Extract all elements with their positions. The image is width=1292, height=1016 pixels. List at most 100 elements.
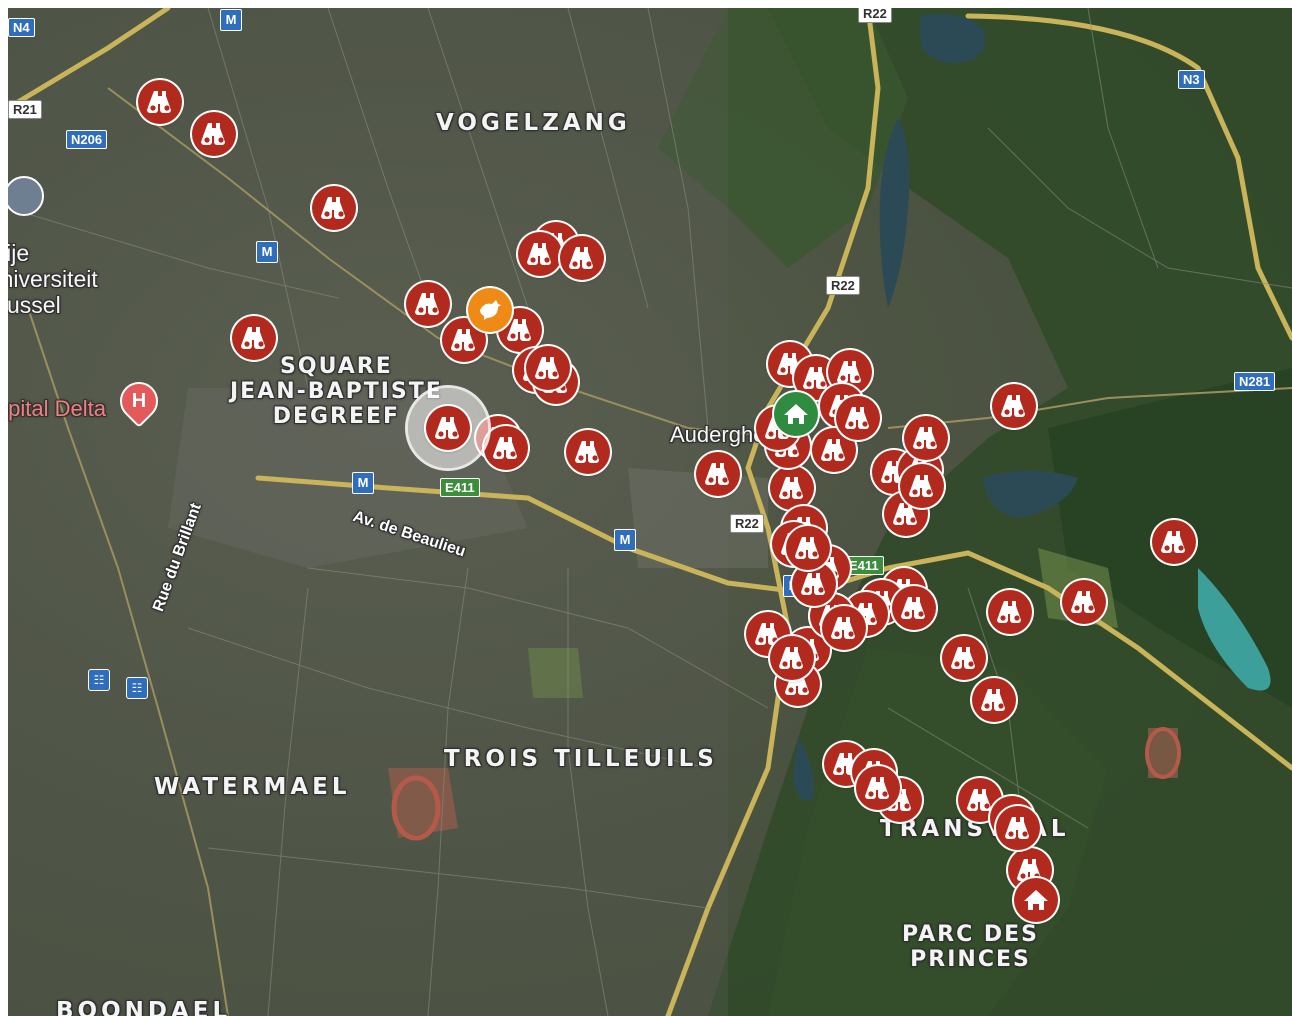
road-shield-n4: N4 <box>8 18 35 37</box>
viewpoint-icon <box>493 437 517 459</box>
viewpoint-icon <box>201 123 225 145</box>
viewpoint-marker[interactable] <box>792 562 836 606</box>
metro-station-icon[interactable]: M <box>352 472 374 494</box>
road-shield-r22-low: R22 <box>730 514 764 533</box>
viewpoint-marker[interactable] <box>484 426 528 470</box>
viewpoint-marker[interactable] <box>1062 580 1106 624</box>
area-label-boondael: BOONDAEL <box>56 998 232 1016</box>
train-station-icon[interactable]: ☷ <box>126 677 148 699</box>
viewpoint-icon <box>779 647 803 669</box>
place-label-hopital-delta: Hôpital Delta <box>8 396 106 421</box>
metro-station-icon[interactable]: M <box>220 9 242 31</box>
viewpoint-icon <box>803 367 827 389</box>
road-shield-e411-east: E411 <box>844 556 884 575</box>
viewpoint-icon <box>801 573 825 595</box>
viewpoint-marker[interactable] <box>992 384 1036 428</box>
viewpoint-marker[interactable] <box>836 396 880 440</box>
viewpoint-marker[interactable] <box>996 806 1040 850</box>
viewpoint-icon <box>981 689 1005 711</box>
viewpoint-icon <box>1071 591 1095 613</box>
viewpoint-marker[interactable] <box>856 766 900 810</box>
viewpoint-icon <box>1161 531 1185 553</box>
area-label-watermael: WATERMAEL <box>154 774 351 800</box>
road-shield-n281: N281 <box>1234 372 1276 391</box>
road-shield-n3: N3 <box>1178 70 1205 89</box>
viewpoint-marker[interactable] <box>1152 520 1196 564</box>
viewpoint-icon <box>241 327 265 349</box>
metro-station-icon[interactable]: M <box>256 241 278 263</box>
viewpoint-marker[interactable] <box>770 636 814 680</box>
viewpoint-icon <box>845 407 869 429</box>
home-red-icon <box>1024 890 1048 910</box>
viewpoint-marker[interactable] <box>822 606 866 650</box>
viewpoint-marker[interactable] <box>138 80 182 124</box>
road-shield-e411: E411 <box>440 478 480 497</box>
viewpoint-icon <box>147 91 171 113</box>
viewpoint-marker[interactable] <box>988 590 1032 634</box>
road-shield-r22-mid: R22 <box>826 276 860 295</box>
viewpoint-marker[interactable] <box>786 526 830 570</box>
viewpoint-icon <box>507 319 531 341</box>
graduation-cap-icon[interactable] <box>8 176 44 216</box>
viewpoint-marker[interactable] <box>696 452 740 496</box>
viewpoint-marker[interactable] <box>566 430 610 474</box>
viewpoint-marker[interactable] <box>972 678 1016 722</box>
viewpoint-marker[interactable] <box>560 236 604 280</box>
area-label-vogelzang: VOGELZANG <box>436 110 631 136</box>
area-label-trois-tilleuils: TROIS TILLEUILS <box>444 746 718 772</box>
home-red-marker[interactable] <box>1014 878 1058 922</box>
viewpoint-icon <box>575 441 599 463</box>
viewpoint-icon <box>831 617 855 639</box>
viewpoint-marker[interactable] <box>498 308 542 352</box>
road-shield-r21: R21 <box>8 100 42 119</box>
viewpoint-icon <box>837 361 861 383</box>
viewpoint-icon <box>913 427 937 449</box>
viewpoint-icon <box>901 597 925 619</box>
home-marker[interactable] <box>774 392 818 436</box>
area-label-parc-des-princes: PARC DES PRINCES <box>902 922 1040 972</box>
viewpoint-marker[interactable] <box>232 316 276 360</box>
area-label-square-degreef: SQUARE JEAN-BAPTISTE DEGREEF <box>230 354 443 429</box>
viewpoint-icon <box>779 477 803 499</box>
viewpoint-icon <box>755 623 779 645</box>
selected-viewpoint-marker[interactable] <box>426 406 470 450</box>
metro-station-icon[interactable]: M <box>614 529 636 551</box>
bird-marker[interactable] <box>468 288 512 332</box>
viewpoint-icon <box>451 329 475 351</box>
viewpoint-icon <box>321 197 345 219</box>
viewpoint-marker[interactable] <box>892 586 936 630</box>
viewpoint-marker[interactable] <box>406 282 450 326</box>
home-icon <box>784 404 808 424</box>
road-shield-r22-top: R22 <box>858 8 892 23</box>
viewpoint-marker[interactable] <box>770 466 814 510</box>
place-label-vub: Vrije Universiteit Brussel <box>8 240 98 318</box>
viewpoint-icon <box>1001 395 1025 417</box>
viewpoint-marker[interactable] <box>442 318 486 362</box>
viewpoint-icon <box>1005 817 1029 839</box>
viewpoint-icon <box>569 247 593 269</box>
viewpoint-icon <box>967 789 991 811</box>
viewpoint-marker[interactable] <box>526 346 570 390</box>
viewpoint-icon <box>1017 859 1041 881</box>
viewpoint-icon <box>997 601 1021 623</box>
viewpoint-marker[interactable] <box>904 416 948 460</box>
viewpoint-icon <box>909 475 933 497</box>
viewpoint-marker[interactable] <box>312 186 356 230</box>
viewpoint-icon <box>705 463 729 485</box>
viewpoint-icon <box>527 243 551 265</box>
road-shield-n206: N206 <box>66 130 108 149</box>
viewpoint-icon <box>893 503 917 525</box>
viewpoint-marker[interactable] <box>900 464 944 508</box>
selected-viewpoint-icon <box>435 417 459 439</box>
train-station-icon[interactable]: ☷ <box>88 669 110 691</box>
viewpoint-icon <box>865 777 889 799</box>
satellite-map[interactable]: N4 R21 N206 R22 R22 R22 N3 N281 E411 E41… <box>8 8 1292 1016</box>
viewpoint-marker[interactable] <box>518 232 562 276</box>
viewpoint-icon <box>951 647 975 669</box>
viewpoint-icon <box>821 439 845 461</box>
viewpoint-marker[interactable] <box>942 636 986 680</box>
viewpoint-icon <box>415 293 439 315</box>
viewpoint-marker[interactable] <box>192 112 236 156</box>
viewpoint-icon <box>795 537 819 559</box>
bird-icon <box>480 300 501 320</box>
